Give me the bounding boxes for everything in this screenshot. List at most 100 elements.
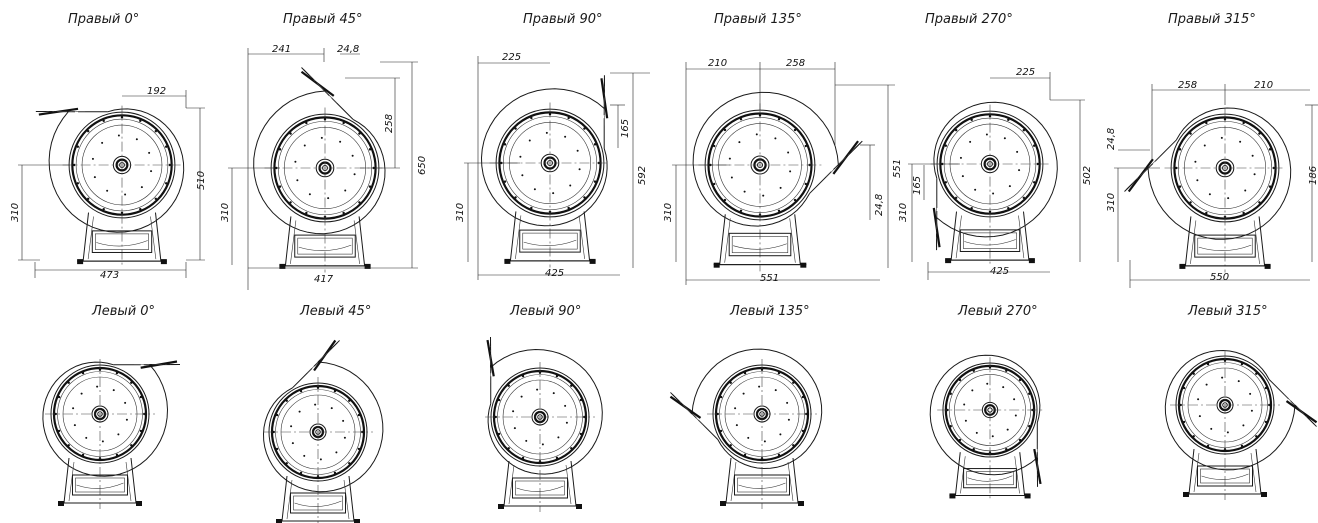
motor-plate (91, 230, 153, 253)
motor-plate (290, 492, 346, 514)
rim-bolt (729, 381, 732, 384)
rim-bolt (81, 371, 85, 375)
motor-plate (1194, 234, 1256, 258)
rim-bolt (739, 118, 743, 121)
dims-right-0: 192 510 310 473 (10, 86, 207, 281)
disc-rivet (961, 175, 964, 178)
volute-housing (48, 108, 185, 233)
rim-bolt (154, 197, 157, 200)
rim-bolt (972, 448, 975, 451)
rim-bolt (777, 453, 781, 457)
rim-bolt (955, 129, 958, 132)
dim-r45-310: 310 (220, 203, 231, 222)
disc-rivet (787, 418, 790, 421)
disc-rivet (552, 392, 555, 395)
disc-rivet (1210, 427, 1213, 430)
motor-plate (519, 229, 581, 253)
right-foot (364, 263, 371, 269)
rim-bolt (944, 181, 948, 184)
rim-bolt (164, 182, 168, 185)
outlet-centerline (1132, 155, 1161, 185)
rim-bolt (777, 118, 781, 121)
motor-plate-inner (293, 495, 343, 511)
rim-bolt (358, 132, 361, 135)
disc-rivet (755, 133, 758, 136)
motor-plate (294, 234, 356, 258)
rim-bolt (514, 196, 517, 199)
rim-bolt (76, 182, 80, 185)
motor-curve (964, 239, 1016, 246)
left-foot (504, 258, 511, 264)
disc-rivet (320, 136, 323, 139)
left-foot (713, 262, 720, 268)
dim-r315-24-8: 24,8 (1106, 128, 1117, 150)
right-foot (800, 262, 807, 268)
motor-plate-inner (515, 480, 565, 496)
disc-rivet (342, 419, 345, 422)
disc-rivet (789, 170, 792, 173)
rim-bolt (67, 381, 70, 384)
rim-bolt (120, 116, 124, 119)
disc-rivet (327, 197, 330, 200)
disc-rivet (743, 190, 746, 193)
rim-bolt (593, 143, 597, 146)
left-foot (945, 258, 952, 264)
disc-rivet (985, 133, 988, 136)
outlet-centerline (306, 346, 334, 374)
rim-bolt (1182, 386, 1186, 390)
pedestal-inner-lines (724, 218, 796, 263)
dims-right-315: 258 210 24,8 310 550 186 (1106, 80, 1318, 288)
disc-rivet (525, 439, 528, 442)
motor-curve (1198, 244, 1252, 251)
motor-curve (76, 482, 124, 489)
rim-bolt (342, 121, 345, 125)
rim-bolt (713, 144, 716, 148)
disc-rivet (93, 176, 96, 179)
disc-rivet (343, 436, 346, 439)
disc-rivet (72, 407, 75, 410)
right-foot (589, 258, 596, 264)
rim-bolt (801, 395, 805, 399)
rim-bolt (1178, 185, 1182, 188)
rim-bolt (1022, 129, 1025, 132)
disc-rivet (1002, 386, 1005, 389)
disc-rivet (519, 155, 522, 158)
motor-plate (728, 232, 792, 257)
rim-bolt (729, 444, 732, 447)
disc-rivet (986, 382, 989, 385)
disc-rivet (1203, 144, 1206, 147)
dim-r315-210: 210 (1254, 80, 1273, 91)
rim-bolt (503, 143, 507, 146)
title-left-135: Левый 135° (729, 304, 810, 319)
pedestal-inner-lines (87, 216, 157, 260)
disc-rivet (513, 427, 516, 430)
disc-rivet (303, 144, 306, 147)
disc-rivet (1194, 160, 1197, 163)
disc-rivet (557, 436, 560, 439)
disc-rivet (296, 179, 299, 182)
disc-rivet (779, 186, 782, 189)
right-foot (354, 519, 360, 523)
rim-bolt (970, 206, 973, 210)
rim-bolt (289, 201, 292, 204)
rim-bolt (1189, 201, 1192, 204)
motor-curve (967, 475, 1013, 482)
disc-rivet (762, 194, 765, 197)
dim-r90-165: 165 (620, 119, 631, 138)
disc-rivet (148, 151, 151, 154)
motor-curve (294, 500, 342, 507)
disc-rivet (91, 157, 94, 160)
disc-rivet (1251, 154, 1254, 157)
rim-bolt (497, 398, 501, 402)
fan-view-right-90 (480, 75, 611, 268)
title-right-135: Правый 135° (714, 12, 802, 27)
motor-plate-inner (737, 477, 787, 493)
left-foot (77, 259, 84, 265)
right-foot (136, 501, 142, 506)
disc-rivet (1196, 179, 1199, 182)
disc-rivet (106, 189, 109, 192)
volute-housing (929, 354, 1041, 476)
rim-bolt (497, 432, 501, 436)
rim-bolt (713, 182, 716, 186)
hub-outer (1215, 158, 1235, 178)
